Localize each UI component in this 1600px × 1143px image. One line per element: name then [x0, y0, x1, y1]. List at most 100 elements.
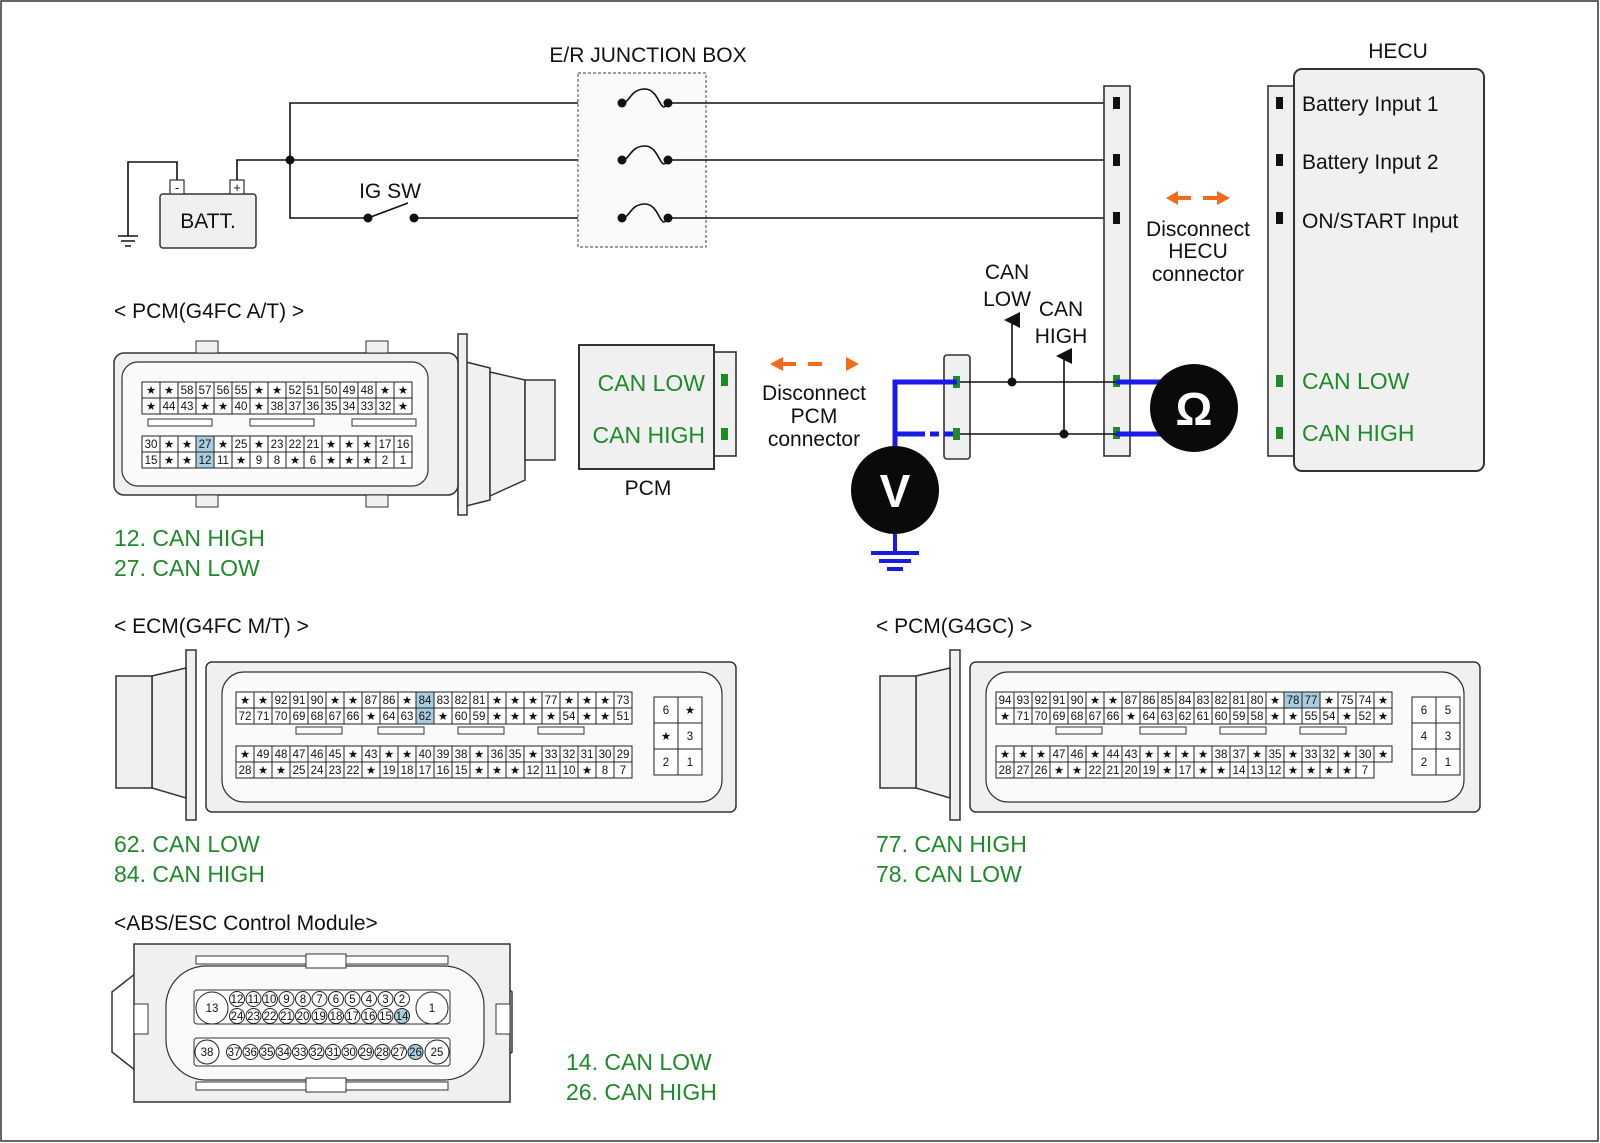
pcm-g4fc-at-pin-label: 34	[343, 401, 356, 413]
pcm-g4gc-pin-label: 69	[1053, 711, 1066, 723]
can-measurement: CAN LOW CAN HIGH PCM Disconnect PCM conn…	[578, 261, 1238, 571]
power-circuit: BATT. - + IG SW E/R JUNCTION BOX	[118, 44, 1116, 249]
can-high-probe-line-2: HIGH	[1035, 325, 1088, 348]
pcm-g4gc-pin-label: 19	[1143, 765, 1156, 777]
abs-esc-pin-label: 33	[294, 1047, 307, 1059]
ecm-pin-label: ★	[546, 711, 556, 723]
pcm-g4gc-pin-label: 64	[1143, 711, 1156, 723]
pcm-g4fc-at-pin-1: 12. CAN HIGH	[114, 525, 265, 551]
pcm-g4gc-pin-label: 75	[1341, 695, 1354, 707]
ecm-pin-label: ★	[510, 695, 520, 707]
pcm-g4fc-at-pin-label: 57	[199, 385, 212, 397]
pcm-g4fc-at-pin-label: ★	[344, 455, 354, 467]
pcm-g4fc-at-pin-label: 21	[307, 439, 320, 451]
ig-switch-blade	[367, 202, 409, 219]
pcm-g4gc-pin-label: 86	[1143, 695, 1156, 707]
pcm-g4fc-at-pin-label: ★	[362, 439, 372, 451]
pcm-g4gc-side-pin-cell	[1435, 722, 1461, 750]
pcm-can-high-label: CAN HIGH	[593, 422, 705, 448]
pcm-g4fc-at-pin-label: 22	[289, 439, 302, 451]
pcm-g4gc-side-pin-cell	[1435, 748, 1461, 776]
abs-esc-pin-label: 12	[231, 994, 244, 1006]
disconnect-pcm-arrows	[770, 357, 859, 371]
pcm-g4gc-pin-label: ★	[1198, 749, 1208, 761]
ecm-pin-label: 8	[602, 765, 608, 777]
pcm-g4gc-pin-label: 81	[1233, 695, 1246, 707]
pcm-g4gc-pin-label: ★	[1000, 749, 1010, 761]
ecm-pin-label: ★	[438, 711, 448, 723]
pcm-g4fc-at-pin-label: ★	[200, 401, 210, 413]
disconnect-pcm-line-2: PCM	[791, 405, 838, 428]
abs-esc-title: <ABS/ESC Control Module>	[114, 912, 378, 935]
abs-esc-pin	[245, 991, 262, 1007]
pcm-g4gc-pin-label: 27	[1017, 765, 1030, 777]
ecm-side-pin-cell	[677, 722, 703, 750]
ecm-pin-label: 10	[563, 765, 576, 777]
ground-icon	[871, 551, 919, 571]
pcm-g4gc-pin-label: 26	[1035, 765, 1048, 777]
abs-esc-pin	[361, 1008, 377, 1024]
abs-esc-pin-label: 28	[376, 1047, 389, 1059]
pcm-g4gc-pin-label: 30	[1359, 749, 1372, 761]
abs-esc-pin-label: 7	[316, 994, 322, 1006]
abs-esc-pin-label: 4	[366, 994, 373, 1006]
abs-esc-pin-label: 21	[280, 1011, 293, 1023]
ohmmeter	[1150, 364, 1238, 452]
abs-esc-pin	[344, 1008, 361, 1024]
pcm-g4gc-pin-label: 55	[1305, 711, 1318, 723]
pcm-g4fc-at-pin-label: 2	[382, 455, 388, 467]
ecm-pin-label: ★	[582, 765, 592, 777]
abs-esc-big-pin	[194, 1039, 220, 1065]
ecm-pin-label: ★	[510, 711, 520, 723]
ecm-pin-label: 73	[617, 695, 630, 707]
pcm-g4fc-at-pin-label: 50	[325, 385, 338, 397]
pcm-g4gc-pin-label: 14	[1233, 765, 1246, 777]
abs-esc-pin	[328, 991, 344, 1007]
junction-box-label: E/R JUNCTION BOX	[549, 44, 746, 67]
abs-esc-pin	[328, 1008, 344, 1024]
ecm-side-pin-cell	[653, 696, 679, 724]
ecm-pin-cell	[613, 761, 633, 779]
pcm-g4fc-at-pin-label: ★	[218, 439, 228, 451]
pcm-g4gc-side-pin-label: 1	[1445, 757, 1451, 769]
abs-esc-pin-label: 10	[264, 994, 277, 1006]
pcm-g4gc-pin-label: ★	[1288, 765, 1298, 777]
pcm-g4gc-pin-1: 77. CAN HIGH	[876, 831, 1027, 857]
abs-esc-pin-label: 24	[231, 1011, 244, 1023]
pcm-g4gc-pin-label: 60	[1215, 711, 1228, 723]
can-inline-connector	[943, 354, 971, 460]
pcm-g4fc-at-pin-label: 17	[379, 439, 392, 451]
pcm-g4fc-at-pin-label: ★	[254, 385, 264, 397]
pcm-g4fc-at-pin-label: ★	[380, 385, 390, 397]
ecm-pin-label: ★	[564, 695, 574, 707]
abs-esc-pin-label: 37	[228, 1047, 241, 1059]
pcm-g4gc-pin-label: ★	[1000, 711, 1010, 723]
pcm-g4fc-at-pin-label: ★	[290, 455, 300, 467]
abs-esc-pin	[278, 1008, 295, 1024]
abs-esc-pin	[407, 1044, 424, 1060]
pcm-g4gc-pin-label: 21	[1107, 765, 1120, 777]
ecm-pin-label: 72	[239, 711, 252, 723]
pcm-g4gc-pin-label: 92	[1035, 695, 1048, 707]
pcm-g4fc-at-pin-label: ★	[182, 455, 192, 467]
pcm-g4gc-pin-label: ★	[1144, 749, 1154, 761]
ecm-pin-label: ★	[384, 749, 394, 761]
abs-esc-pin	[229, 991, 245, 1007]
pcm-g4fc-at-pin-label: 55	[235, 385, 248, 397]
abs-esc-pin	[226, 1044, 242, 1060]
ecm-pin-label: 92	[275, 695, 288, 707]
ecm-pin-label: ★	[330, 695, 340, 707]
abs-esc-pin-label: 14	[396, 1011, 409, 1023]
disconnect-hecu-line-1: Disconnect	[1146, 218, 1250, 241]
ecm-pin-label: 68	[311, 711, 324, 723]
abs-esc-pin	[229, 1008, 245, 1024]
pcm-g4fc-at-pin-label: ★	[164, 439, 174, 451]
ecm-pin-label: ★	[348, 749, 358, 761]
disconnect-hecu-line-2: HECU	[1168, 240, 1228, 263]
ecm-pin-label: 59	[473, 711, 486, 723]
abs-esc-pin-label: 2	[399, 994, 405, 1006]
ecm-pin-label: 25	[293, 765, 306, 777]
abs-esc-pin-1: 14. CAN LOW	[566, 1049, 712, 1075]
